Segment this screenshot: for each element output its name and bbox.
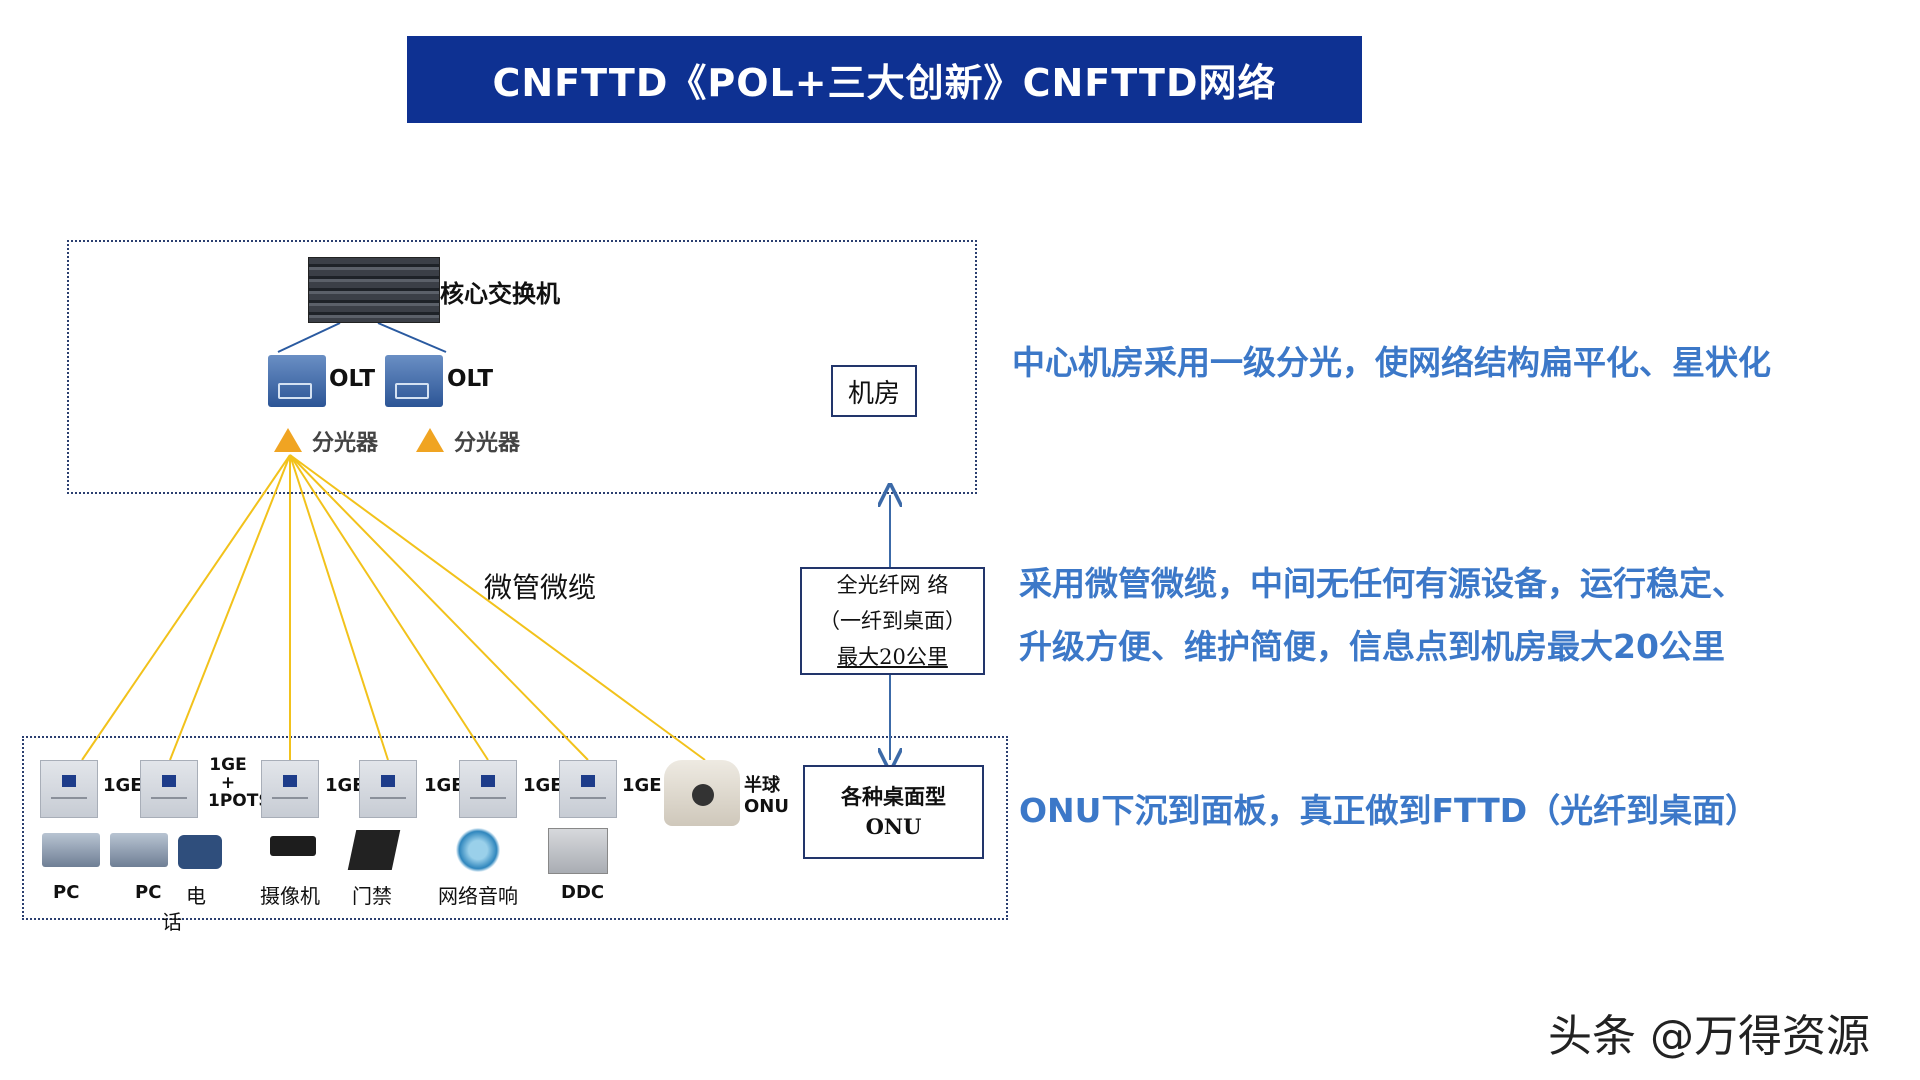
splitter-label-2: 分光器 [454,431,521,456]
room-box: 机房 [831,365,917,417]
fiber-line [289,454,589,761]
onu-panel-icon [261,760,319,818]
splitter-label-1: 分光器 [312,431,379,456]
fiber-line [169,454,291,761]
machine-room-area [67,240,977,494]
port-label: 1GE [424,775,464,796]
olt-label-1: OLT [329,366,376,392]
fiber-network-box: 全光纤网 络 （一纤到桌面） 最大20公里 [800,567,985,675]
device-label-camera: 摄像机 [260,884,320,908]
camera-icon [270,836,316,856]
dome-label-line: ONU [744,796,789,817]
olt-device-icon [385,355,443,407]
pc-icon [42,833,100,867]
device-label-phone-1: 电 [186,884,206,908]
onu-box-line1: 各种桌面型 [841,784,946,809]
fiber-line [289,454,389,761]
dome-camera-icon [664,760,740,826]
onu-box-line2: ONU [865,814,922,839]
onu-panel-icon [459,760,517,818]
access-control-icon [347,830,401,870]
port-label: 1GE [523,775,563,796]
port-label-ge-pots: 1GE + 1POTS [208,755,271,811]
device-label-pc-1: PC [53,882,80,903]
watermark: 头条 @万得资源 [1548,1011,1870,1062]
device-label-access: 门禁 [352,884,392,908]
fiber-line [81,454,291,761]
dome-label-line: 半球 [744,775,780,796]
port-label-line: 1GE [209,755,247,775]
onu-panel-icon [40,760,98,818]
onu-box: 各种桌面型 ONU [803,765,984,859]
device-label-phone-2: 话 [162,910,182,934]
right-text-4: ONU下沉到面板，真正做到FTTD（光纤到桌面） [1019,791,1759,830]
core-to-olt-link-1 [277,322,341,353]
splitter-icon [416,428,444,452]
dome-onu-label: 半球 ONU [744,775,789,817]
ddc-controller-icon [548,828,608,874]
olt-device-icon [268,355,326,407]
device-label-pc-2: PC [135,882,162,903]
port-label: 1GE [325,775,365,796]
onu-panel-icon [559,760,617,818]
pc-icon [110,833,168,867]
speaker-icon [456,828,500,872]
fiber-box-line3: 最大20公里 [837,645,948,669]
fiber-line [289,454,706,761]
port-label: 1GE [103,775,143,796]
onu-panel-icon [140,760,198,818]
cable-label: 微管微缆 [484,571,597,604]
core-switch-label: 核心交换机 [440,280,560,308]
desktop-area [22,736,1008,920]
port-label-line: + [220,773,236,793]
fiber-box-line2: （一纤到桌面） [819,609,966,633]
splitter-icon [274,428,302,452]
core-to-olt-link-2 [377,322,447,353]
right-text-2: 采用微管微缆，中间无任何有源设备，运行稳定、 [1019,564,1745,603]
device-label-ddc: DDC [561,882,605,903]
right-text-3: 升级方便、维护简便，信息点到机房最大20公里 [1019,627,1725,666]
core-switch-image [308,257,440,323]
phone-icon [178,835,222,869]
onu-panel-icon [359,760,417,818]
port-label: 1GE [622,775,662,796]
right-text-1: 中心机房采用一级分光，使网络结构扁平化、星状化 [1012,343,1771,382]
fiber-box-line1: 全光纤网 络 [836,573,949,597]
fiber-line [289,454,489,761]
page-title: CNFTTD《POL+三大创新》CNFTTD网络 [407,36,1362,123]
olt-label-2: OLT [447,366,494,392]
port-label-line: 1POTS [208,791,271,811]
device-label-audio: 网络音响 [438,884,518,908]
